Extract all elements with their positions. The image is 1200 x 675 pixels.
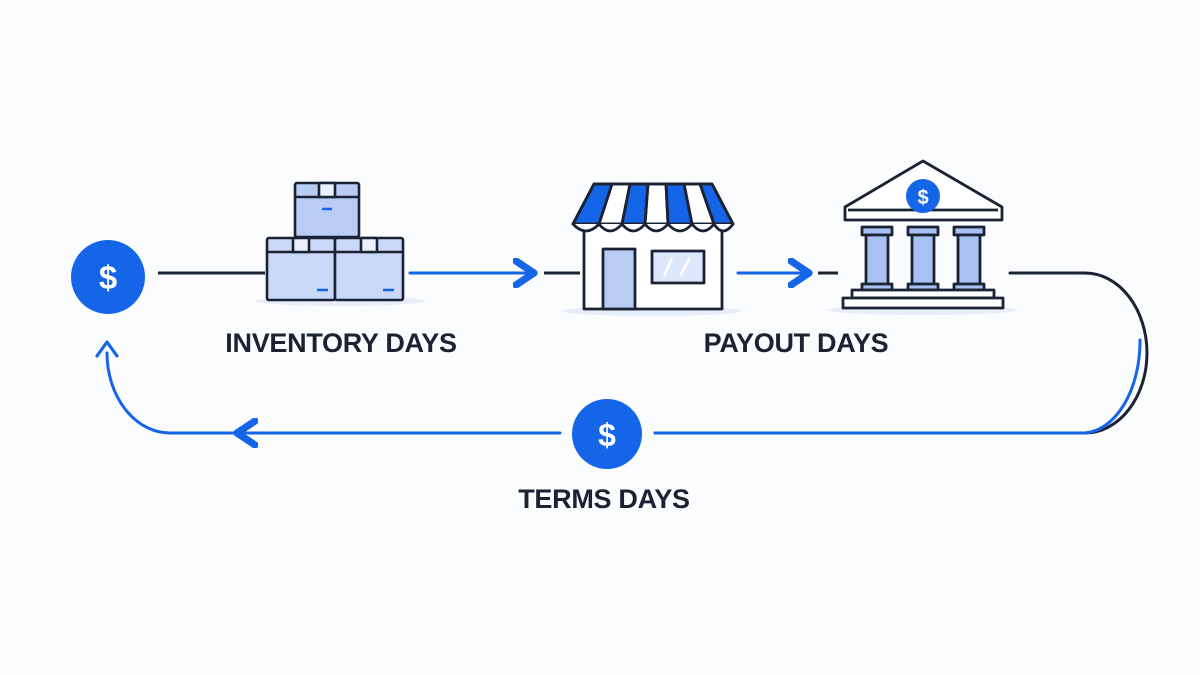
inventory-days-label: INVENTORY DAYS — [225, 328, 457, 358]
return-loop-left-curve — [105, 351, 245, 435]
terms-days-label: TERMS DAYS — [518, 484, 690, 514]
dollar-coin-icon: $ — [71, 240, 145, 314]
payout-days-label: PAYOUT DAYS — [703, 328, 889, 358]
dollar-coin-icon: $ — [572, 399, 642, 469]
arrow-up-to-start-coin — [95, 340, 119, 358]
start-coin-symbol: $ — [99, 259, 117, 296]
storefront-icon — [571, 182, 735, 311]
boxes-icon — [265, 181, 405, 302]
bank-badge-symbol: $ — [917, 187, 928, 209]
return-loop-upper — [653, 271, 1149, 435]
bank-dollar-badge — [906, 179, 940, 213]
return-loop-blue-overlay — [653, 338, 1142, 435]
terms-coin-symbol: $ — [598, 417, 616, 453]
bank-icon: $ — [841, 159, 1005, 310]
